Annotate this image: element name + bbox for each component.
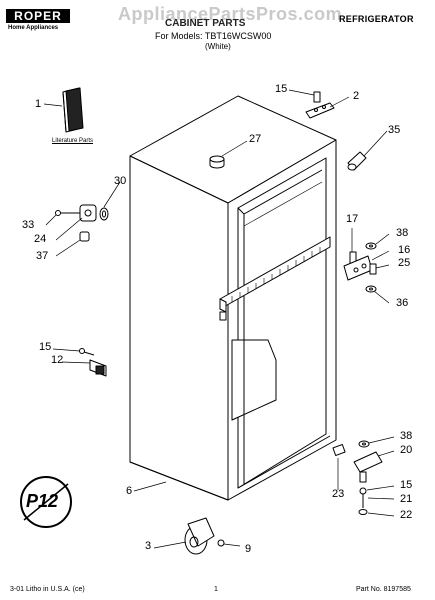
callout-33: 33 [22,219,35,231]
callout-12: 12 [51,354,64,366]
callout-37: 37 [36,250,49,262]
callout-15-left: 15 [39,341,52,353]
callout-15-top: 15 [275,83,288,95]
brand-name: ROPER [6,9,70,23]
cabinet [129,95,337,501]
bottom-hinge [332,440,383,515]
p12-badge-circle [20,476,72,528]
callout-1: 1 [35,98,42,110]
part-27-plug [209,155,225,169]
literature-booklet [62,87,84,133]
callout-27: 27 [249,133,262,145]
callout-38-bottom: 38 [400,430,413,442]
front-roller [184,517,225,555]
callout-24: 24 [34,233,47,245]
p12-badge: P12 [18,474,74,530]
callout-30: 30 [114,175,127,187]
callout-15-bottom: 15 [400,479,413,491]
callout-17: 17 [346,213,359,225]
literature-parts-label: Literature Parts [52,138,94,144]
top-hinge [305,91,335,119]
diagram-title: CABINET PARTS [165,18,246,29]
model-color: (White) [205,42,231,51]
part-35-pin [347,151,367,171]
model-numbers: For Models: TBT16WCSW00 [155,31,272,41]
footer-part-number: Part No. 8197585 [356,586,411,593]
callout-21: 21 [400,493,413,505]
callout-16: 16 [398,244,411,256]
roper-logo: ROPER Home Appliances [6,9,70,33]
p12-badge-text: P12 [26,491,59,511]
callout-20: 20 [400,444,413,456]
brand-subtitle: Home Appliances [8,25,59,31]
watermark: AppliancePartsPros.com [118,4,343,24]
category-label: REFRIGERATOR [339,14,414,24]
roller-assembly [55,204,109,242]
callout-2: 2 [353,90,360,102]
callout-38-top: 38 [396,227,409,239]
callout-6: 6 [126,485,133,497]
part-12-bracket [79,348,107,377]
callout-23: 23 [332,488,345,500]
callout-25: 25 [398,257,411,269]
callout-9: 9 [245,543,252,555]
callout-35: 35 [388,124,401,136]
callout-3: 3 [145,540,152,552]
footer-litho: 3-01 Litho in U.S.A. (ce) [10,586,85,593]
center-hinge [343,242,377,293]
callout-36: 36 [396,297,409,309]
callout-22: 22 [400,509,413,521]
footer-page-number: 1 [214,586,218,593]
